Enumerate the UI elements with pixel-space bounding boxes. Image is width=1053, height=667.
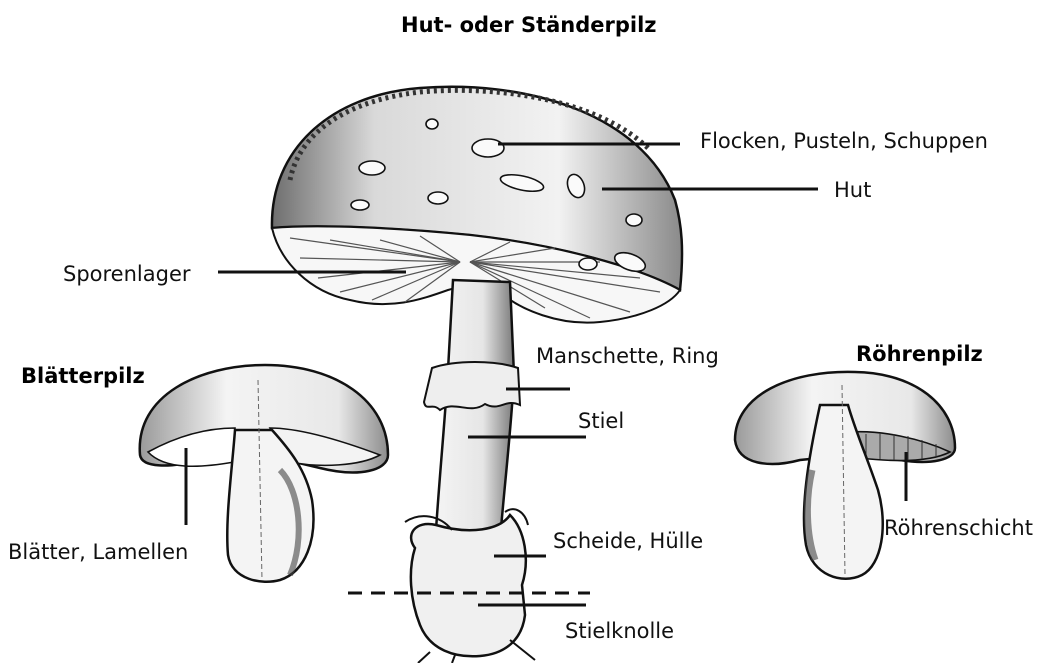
- label-blaetter: Blätter, Lamellen: [8, 542, 188, 563]
- main-stem: [436, 280, 514, 540]
- main-mushroom: [272, 87, 682, 663]
- label-stiel: Stiel: [578, 411, 624, 432]
- label-sporenlager: Sporenlager: [63, 264, 191, 285]
- pored-mushroom: [735, 372, 955, 579]
- stem-bulb: [411, 515, 526, 656]
- label-hut: Hut: [834, 180, 871, 201]
- section-heading-right: Röhrenpilz: [856, 344, 983, 365]
- stem-ring: [424, 362, 520, 410]
- label-stielknolle: Stielknolle: [565, 621, 674, 642]
- diagram-title: Hut- oder Ständerpilz: [401, 15, 657, 36]
- label-manschette: Manschette, Ring: [536, 346, 719, 367]
- label-scheide: Scheide, Hülle: [553, 531, 703, 552]
- label-roehrenschicht: Röhrenschicht: [884, 518, 1033, 539]
- section-heading-left: Blätterpilz: [21, 366, 145, 387]
- label-flocken: Flocken, Pusteln, Schuppen: [700, 131, 988, 152]
